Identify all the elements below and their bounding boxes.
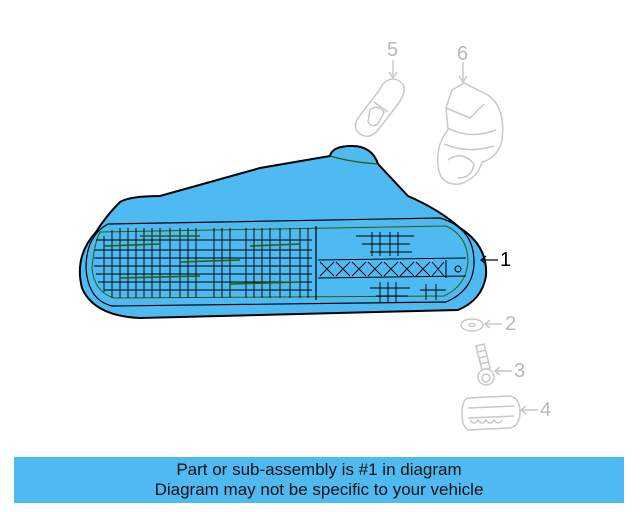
parts-diagram: [78, 60, 538, 431]
caption-line-part-number: Part or sub-assembly is #1 in diagram: [176, 460, 462, 479]
callout-5-label: 5: [387, 39, 399, 61]
diagram-caption-banner: Part or sub-assembly is #1 in diagram Di…: [14, 457, 624, 503]
caption-line-disclaimer: Diagram may not be specific to your vehi…: [154, 480, 484, 499]
washer-icon: [460, 318, 502, 332]
bulb-icon: [354, 60, 405, 137]
callout-6-label: 6: [457, 43, 469, 65]
callout-2-label: 2: [505, 313, 517, 335]
clip-icon: [461, 395, 538, 431]
screw-icon: [475, 343, 512, 386]
callout-4-label: 4: [540, 399, 552, 421]
socket-icon: [436, 62, 504, 185]
lamp-assembly: [78, 144, 498, 320]
callout-1-label: 1: [500, 249, 512, 271]
callout-3-label: 3: [514, 360, 526, 382]
